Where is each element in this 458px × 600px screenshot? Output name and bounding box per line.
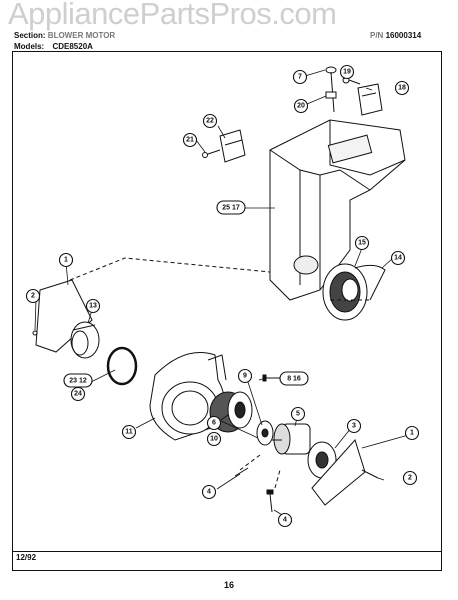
svg-text:18: 18: [398, 85, 406, 92]
callout-7: 7: [292, 69, 308, 85]
svg-text:13: 13: [89, 303, 97, 310]
callout-13: 13: [85, 298, 101, 314]
cover-bracket: [202, 129, 246, 163]
svg-text:23 12: 23 12: [69, 378, 87, 385]
callout-24: 24: [70, 386, 86, 402]
callout-19: 19: [339, 64, 355, 80]
flexible-duct: [322, 263, 386, 321]
models-value: CDE8520A: [52, 42, 93, 51]
callout-14: 14: [390, 250, 406, 266]
section-value: BLOWER MOTOR: [47, 31, 116, 40]
callout-1-right: 1: [404, 425, 420, 441]
svg-text:9: 9: [243, 373, 247, 380]
callout-21: 21: [182, 132, 198, 148]
svg-text:11: 11: [125, 429, 133, 436]
svg-text:14: 14: [394, 255, 402, 262]
svg-text:19: 19: [343, 69, 351, 76]
svg-text:15: 15: [358, 240, 366, 247]
svg-text:25 17: 25 17: [222, 205, 240, 212]
svg-text:20: 20: [297, 103, 305, 110]
callout-4-left: 4: [201, 484, 217, 500]
screws: [234, 374, 280, 513]
callout-22: 22: [202, 113, 218, 129]
thermostat-screw: [325, 66, 337, 113]
part-number-value: 16000314: [385, 31, 422, 40]
svg-text:1: 1: [64, 257, 68, 264]
intake-ring: [70, 321, 100, 359]
callout-25-17: 25 17: [216, 200, 246, 215]
blower-motor: [272, 423, 311, 455]
svg-text:22: 22: [206, 118, 214, 125]
callout-20: 20: [293, 98, 309, 114]
watermark: AppliancePartsPros.com: [8, 0, 337, 31]
callout-4-bottom: 4: [277, 512, 293, 528]
models-label: Models:: [14, 42, 45, 51]
callout-5: 5: [290, 406, 306, 422]
svg-text:8 16: 8 16: [287, 376, 301, 383]
svg-text:21: 21: [186, 137, 194, 144]
models-row: Models: CDE8520A: [14, 42, 93, 51]
callout-9: 9: [237, 368, 253, 384]
callout-15: 15: [354, 235, 370, 251]
part-number-label: P/N: [370, 31, 384, 40]
callout-2-right: 2: [402, 470, 418, 486]
callout-1-left: 1: [58, 252, 74, 268]
callout-11: 11: [121, 424, 137, 440]
diagram-frame: [12, 51, 442, 571]
revision-date: 12/92: [16, 553, 37, 562]
svg-text:4: 4: [207, 489, 211, 496]
leader-lines: [34, 69, 413, 517]
gasket-ring: [106, 346, 138, 386]
svg-text:2: 2: [408, 475, 412, 482]
callout-23-12: 23 12: [63, 373, 93, 388]
svg-text:10: 10: [210, 436, 218, 443]
callout-3: 3: [346, 418, 362, 434]
callout-18: 18: [394, 80, 410, 96]
svg-text:6: 6: [212, 420, 216, 427]
callout-2-left: 2: [25, 288, 41, 304]
svg-text:2: 2: [31, 293, 35, 300]
callout-8-16: 8 16: [279, 371, 309, 386]
page-number: 16: [223, 580, 234, 590]
section-label: Section:: [14, 31, 46, 40]
svg-text:1: 1: [410, 430, 414, 437]
svg-text:24: 24: [74, 391, 82, 398]
bracket-part: [357, 83, 383, 116]
svg-text:3: 3: [352, 423, 356, 430]
svg-text:4: 4: [283, 517, 287, 524]
blower-scroll: [149, 352, 227, 441]
blower-housing-duct: [269, 119, 406, 301]
section-header: Section: BLOWER MOTOR: [14, 31, 115, 40]
callout-10: 10: [206, 431, 222, 447]
svg-text:5: 5: [296, 411, 300, 418]
part-number: P/N 16000314: [370, 31, 421, 40]
blower-hub: [256, 420, 274, 446]
footer-divider: [12, 551, 442, 552]
mounting-bracket-right: [311, 439, 379, 506]
callout-6: 6: [206, 415, 222, 431]
svg-text:7: 7: [298, 74, 302, 81]
